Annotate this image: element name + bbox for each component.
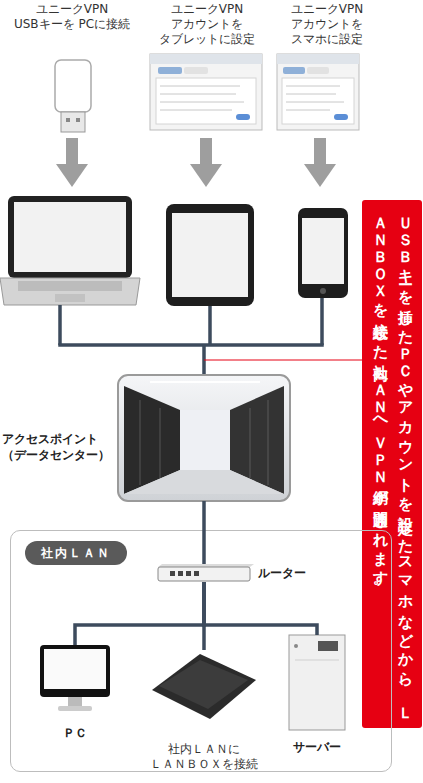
router-body <box>158 567 250 581</box>
settings-screenshot <box>277 54 359 130</box>
caption-group: ユニークVPN アカウントを タブレットに設定 <box>145 0 269 134</box>
screenshot-row <box>160 110 232 111</box>
screenshot-tab <box>283 67 305 74</box>
server-slot <box>295 660 339 661</box>
laptop-trackpad <box>55 294 85 302</box>
callout-box: ＵＳＢキーを挿したＰＣやアカウントを設定したスマホなどから、ＬＡＮＢＯＸを接続し… <box>362 200 422 728</box>
tablet-body <box>166 204 254 306</box>
down-arrow-head <box>304 164 336 187</box>
caption-group: ユニークVPN アカウントを スマホに設定 <box>268 0 386 134</box>
router: ルーター <box>158 564 250 582</box>
node-label: サーバー <box>275 739 359 755</box>
screenshot-row <box>160 86 240 87</box>
screenshot-tab <box>184 67 208 74</box>
monitor-frame <box>40 645 110 697</box>
router-port <box>170 571 175 576</box>
screenshot-row <box>286 102 344 103</box>
lan-group: ルーターＰＣ社内ＬＡＮに ＬＡＮＢＯＸを接続サーバー社内ＬＡＮ <box>10 530 392 772</box>
server: サーバー <box>287 635 347 730</box>
screenshot-panel <box>156 78 256 124</box>
monitor-screen <box>44 649 106 689</box>
down-arrow-shaft <box>200 138 212 166</box>
router-port <box>194 571 199 576</box>
screenshot-tab <box>158 67 182 74</box>
router-port <box>178 571 183 576</box>
node-label: ユニークVPN アカウントを タブレットに設定 <box>145 2 269 47</box>
datacenter-back-wall <box>180 410 230 470</box>
rack-divider <box>140 400 141 485</box>
settings-screenshot <box>150 54 262 130</box>
network-cable <box>75 582 204 645</box>
node-label: 社内ＬＡＮに ＬＡＮＢＯＸを接続 <box>144 742 264 772</box>
monitor-base <box>58 706 92 711</box>
lanbox: 社内ＬＡＮに ＬＡＮＢＯＸを接続 <box>150 650 258 720</box>
node-label: ルーター <box>258 565 306 581</box>
node-label: ユニークVPN USBキーを PCに接続 <box>8 2 136 32</box>
screenshot-row <box>286 94 336 95</box>
network-wire <box>58 305 62 345</box>
phone-button <box>320 288 326 294</box>
screenshot-header <box>277 54 359 64</box>
callout-text: ＵＳＢキーを挿したＰＣやアカウントを設定したスマホなどから、ＬＡＮＢＯＸを接続し… <box>368 207 418 721</box>
phone-body <box>298 208 348 298</box>
screenshot-panel <box>282 78 354 124</box>
laptop-base <box>0 278 140 305</box>
screenshot-row <box>160 102 244 103</box>
screenshot-switch <box>236 114 250 120</box>
lanbox-top <box>159 660 248 709</box>
server-led <box>294 644 298 648</box>
lanbox-body <box>152 654 256 719</box>
ceiling-light <box>150 381 260 383</box>
usb-key-plug <box>61 112 85 132</box>
screenshot-switch <box>334 114 348 120</box>
datacenter-photo <box>118 375 290 501</box>
screenshot-row <box>286 110 330 111</box>
usb-key-body <box>55 60 91 112</box>
node-label: ユニークVPN アカウントを スマホに設定 <box>268 2 386 47</box>
down-arrow-head <box>190 164 222 187</box>
server-tower <box>289 635 345 730</box>
screenshot-row <box>286 86 340 87</box>
network-wire <box>58 343 324 347</box>
network-wire <box>208 306 212 345</box>
router-port <box>186 571 191 576</box>
datacenter-floor <box>124 470 284 494</box>
down-arrow-shaft <box>314 138 326 166</box>
screenshot-header <box>150 54 262 64</box>
leader-line <box>204 360 362 361</box>
caption-group: ユニークVPN USBキーを PCに接続 <box>8 0 136 134</box>
rack-divider <box>268 400 269 485</box>
screenshot-tab <box>307 67 329 74</box>
group-label: 社内ＬＡＮ <box>25 541 127 565</box>
server-panel <box>318 641 338 651</box>
laptop-lid <box>8 196 132 278</box>
rack-divider <box>160 408 161 478</box>
down-arrow-head <box>56 164 88 187</box>
network-cable <box>204 582 317 635</box>
phone-screen <box>302 218 344 284</box>
network-wire <box>320 298 324 345</box>
laptop-screen <box>14 202 126 272</box>
node-label: ＰＣ <box>40 725 110 741</box>
network-cable <box>202 582 206 650</box>
laptop-keyboard <box>18 281 122 291</box>
tablet-screen <box>172 213 248 297</box>
usb-plug-hole <box>76 118 80 122</box>
monitor-stand <box>68 697 82 707</box>
access-point: アクセスポイント （データセンター） <box>118 375 290 501</box>
screenshot-row <box>160 94 236 95</box>
down-arrow-shaft <box>66 138 78 166</box>
node-label: アクセスポイント （データセンター） <box>2 431 116 463</box>
usb-plug-hole <box>66 118 70 122</box>
rack-divider <box>250 408 251 478</box>
network-cable <box>202 501 206 564</box>
pc: ＰＣ <box>40 645 110 713</box>
